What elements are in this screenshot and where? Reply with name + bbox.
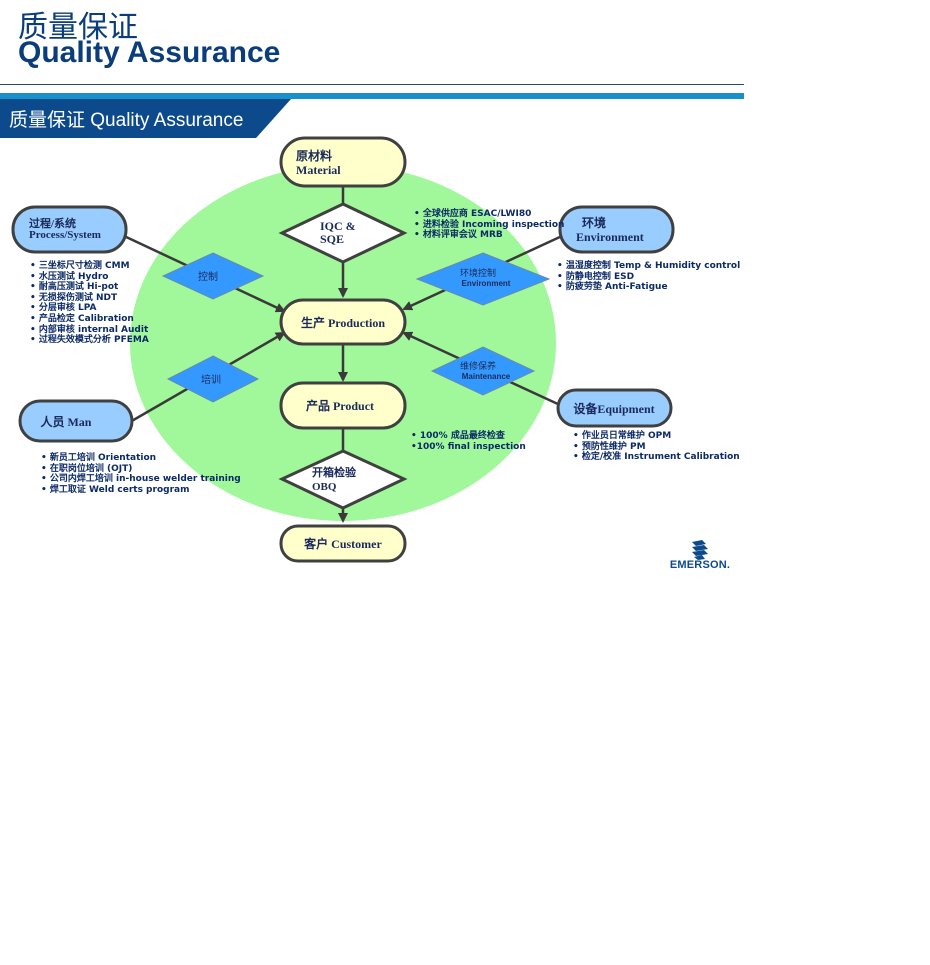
list-item: • 温湿度控制 Temp & Humidity control — [557, 261, 741, 271]
iqc-label-2: SQE — [320, 232, 344, 246]
emerson-logo-text: EMERSON. — [669, 559, 731, 571]
material-label-en: Material — [296, 163, 341, 177]
node-training-diamond — [166, 355, 260, 403]
node-material — [279, 136, 407, 188]
production-label: 生产 Production — [301, 315, 385, 330]
list-item: • 作业员日常维护 OPM — [573, 431, 672, 441]
maintenance-label-zh: 维修保养 — [460, 360, 496, 371]
material-label-zh: 原材料 — [296, 148, 332, 163]
node-env-control-diamond — [415, 252, 551, 306]
environment-label-en: Environment — [576, 230, 644, 244]
node-control-diamond — [161, 252, 265, 300]
list-item: • 防疲劳垫 Anti-Fatigue — [557, 282, 668, 293]
list-item: • 防静电控制 ESD — [557, 271, 635, 282]
env-control-label-zh: 环境控制 — [460, 267, 496, 278]
list-item: • 内部审核 internal Audit — [30, 324, 149, 335]
list-item: • 全球供应商 ESAC/LWI80 — [414, 209, 532, 219]
list-item: • 检定/校准 Instrument Calibration — [573, 452, 740, 463]
list-item: • 材料评审会议 MRB — [414, 230, 503, 241]
process-bullet-list: • 三坐标尺寸检测 CMM • 水压测试 Hydro • 耐高压测试 Hi-po… — [30, 261, 149, 346]
customer-label: 客户 Customer — [303, 536, 382, 551]
list-item: • 过程失效模式分析 PFEMA — [30, 335, 149, 346]
node-iqc-diamond — [278, 202, 408, 264]
training-label: 培训 — [201, 373, 221, 386]
list-item: • 水压测试 Hydro — [30, 271, 109, 282]
process-label-en: Process/System — [29, 229, 101, 241]
list-item: • 分层审核 LPA — [30, 303, 97, 314]
iqc-label-1: IQC & — [320, 219, 356, 233]
node-production — [279, 298, 407, 346]
equipment-label: 设备Equipment — [573, 401, 654, 416]
equipment-bullet-list: • 作业员日常维护 OPM • 预防性维护 PM • 检定/校准 Instrum… — [573, 431, 740, 463]
section-banner — [0, 99, 291, 138]
list-item: • 焊工取证 Weld certs program — [41, 484, 190, 495]
product-label: 产品 Product — [306, 398, 374, 413]
list-item: • 预防性维护 PM — [573, 441, 646, 452]
list-item: • 进料检验 Incoming inspection — [414, 219, 565, 230]
list-item: • 公司内焊工培训 in-house welder training — [41, 474, 241, 485]
iqc-bullet-list: • 全球供应商 ESAC/LWI80 • 进料检验 Incoming inspe… — [414, 209, 564, 241]
obq-label-1: 开箱检验 — [312, 465, 357, 479]
process-label-zh: 过程/系统 — [29, 216, 76, 230]
list-item: • 三坐标尺寸检测 CMM — [30, 261, 130, 271]
node-equipment — [556, 388, 673, 428]
list-item: • 在职岗位培训 (OJT) — [41, 463, 133, 474]
obq-label-2: OBQ — [312, 481, 337, 493]
emerson-mark-icon — [692, 540, 708, 560]
man-label: 人员 Man — [40, 414, 91, 429]
list-item: • 100% 成品最终检查 — [411, 431, 505, 441]
env-control-label-en: Environment — [462, 279, 511, 288]
control-label: 控制 — [198, 270, 218, 283]
maintenance-label-en: Maintenance — [462, 372, 511, 381]
emerson-logo: EMERSON. — [662, 540, 738, 572]
header-divider-thin — [0, 84, 744, 85]
node-customer — [279, 524, 407, 563]
section-banner-label: 质量保证 Quality Assurance — [9, 110, 244, 131]
man-bullet-list: • 新员工培训 Orientation • 在职岗位培训 (OJT) • 公司内… — [41, 453, 241, 495]
node-man — [18, 399, 134, 443]
header-divider-thick — [0, 93, 744, 99]
environment-label-zh: 环境 — [582, 215, 606, 230]
environment-bullet-list: • 温湿度控制 Temp & Humidity control • 防静电控制 … — [557, 261, 740, 293]
page-title-en: Quality Assurance — [18, 36, 281, 69]
node-process — [11, 205, 128, 254]
list-item: • 耐高压测试 Hi-pot — [30, 282, 119, 293]
node-obq-diamond — [278, 449, 408, 510]
list-item: • 新员工培训 Orientation — [41, 453, 157, 463]
node-environment — [558, 205, 675, 254]
node-product — [279, 381, 407, 430]
product-bullet-list: • 100% 成品最终检查 •100% final inspection — [411, 431, 526, 452]
list-item: • 产品检定 Calibration — [30, 313, 134, 324]
page-title-zh: 质量保证 — [18, 10, 138, 45]
list-item: •100% final inspection — [411, 441, 526, 452]
list-item: • 无损探伤测试 NDT — [30, 292, 118, 303]
node-maintenance-diamond — [430, 346, 536, 396]
